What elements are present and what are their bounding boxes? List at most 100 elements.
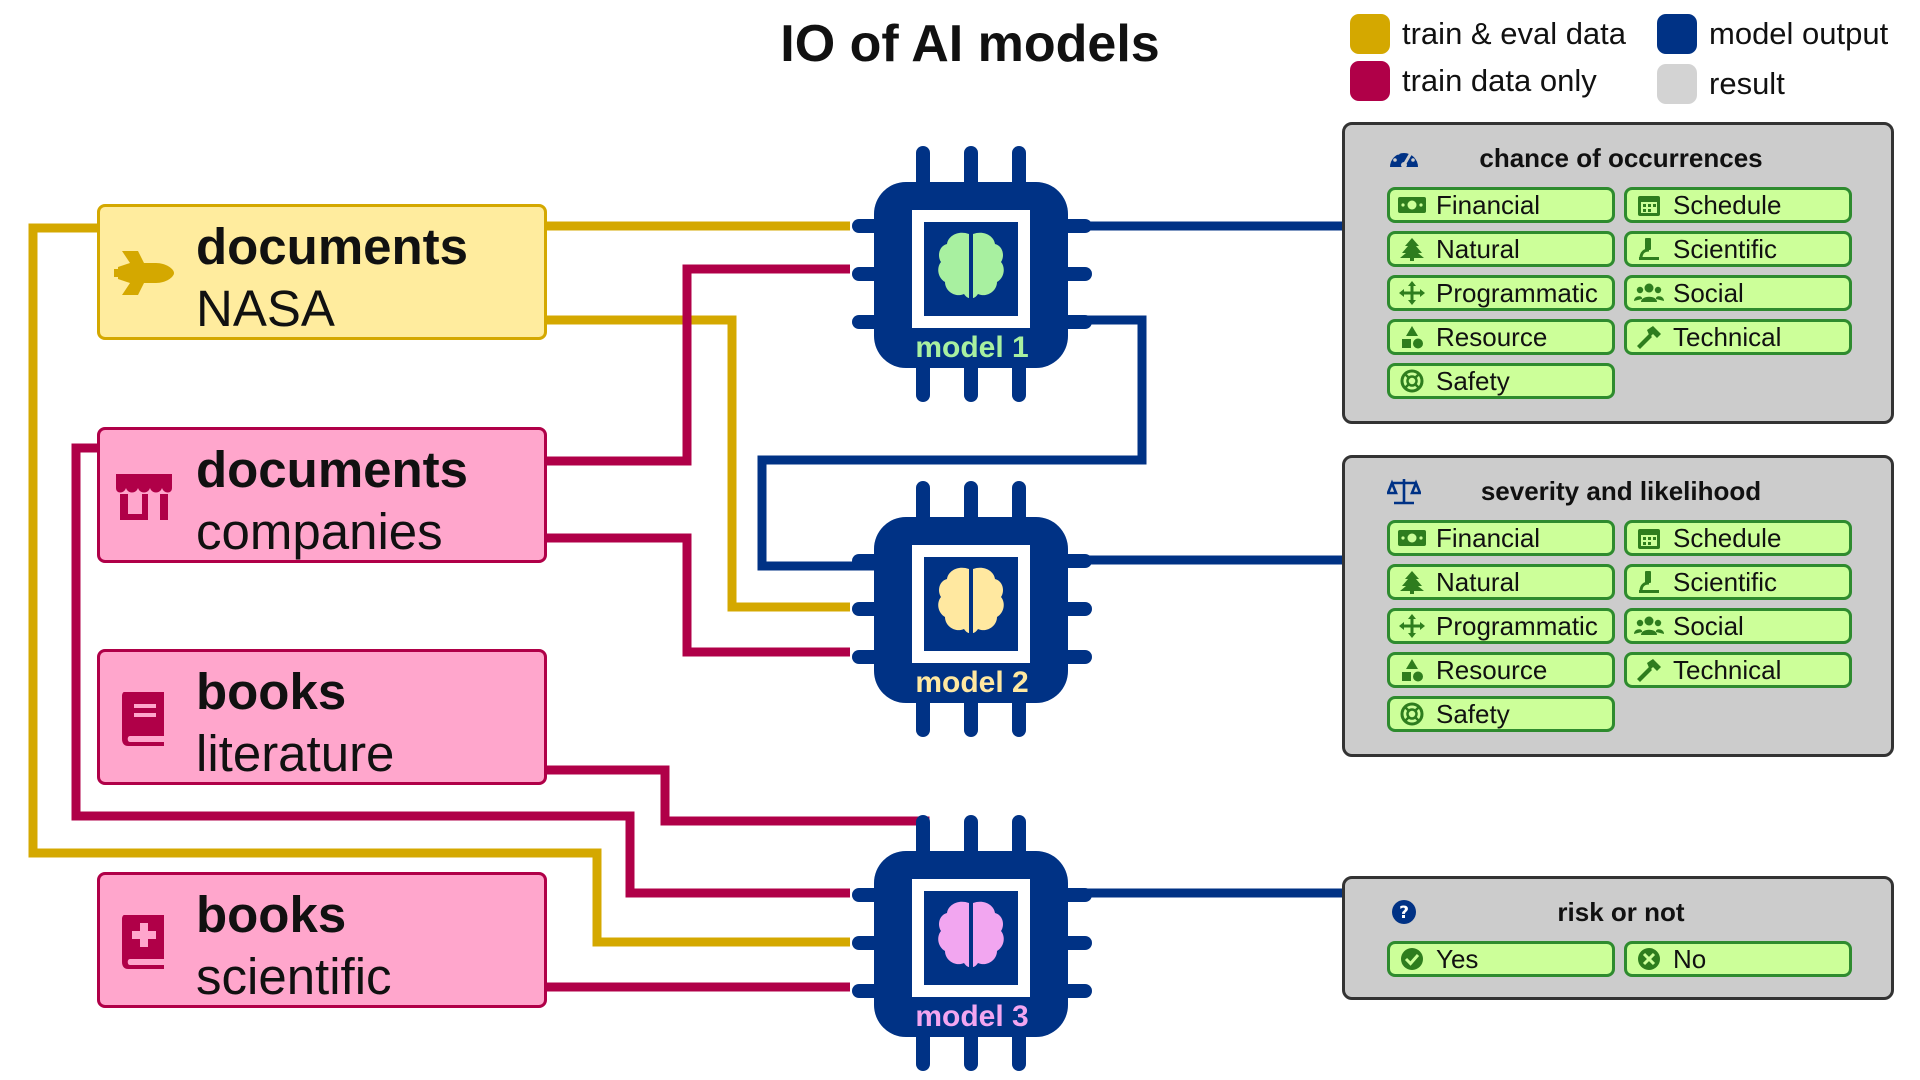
microscope-icon bbox=[1639, 238, 1659, 260]
legend-swatch-result bbox=[1657, 64, 1697, 104]
legend-label: result bbox=[1709, 66, 1785, 101]
store-icon bbox=[116, 474, 172, 520]
space-shuttle-icon bbox=[114, 251, 174, 295]
source-title: books bbox=[196, 886, 347, 943]
legend-item-result: result bbox=[1657, 62, 1785, 106]
source-title: books bbox=[196, 663, 347, 720]
chip-graphic bbox=[852, 481, 1092, 737]
diagram-title: IO of AI models bbox=[780, 15, 1160, 73]
model-3-chip: model 3 bbox=[852, 813, 1092, 1073]
tag-label: No bbox=[1673, 943, 1707, 974]
tag-label: Resource bbox=[1436, 654, 1548, 685]
arrows-move-icon bbox=[1399, 614, 1425, 638]
legend-swatch-train-eval bbox=[1350, 14, 1390, 54]
tag-social: Social bbox=[1624, 275, 1852, 311]
shapes-icon bbox=[1402, 326, 1423, 349]
hammer-icon bbox=[1637, 326, 1661, 349]
tag-label: Safety bbox=[1436, 698, 1510, 729]
tag-financial: Financial bbox=[1387, 520, 1615, 556]
tree-icon bbox=[1400, 238, 1424, 261]
arrows-move-icon bbox=[1399, 281, 1425, 305]
speedometer-icon bbox=[1390, 149, 1418, 168]
scale-icon bbox=[1387, 479, 1421, 505]
x-circle-icon bbox=[1638, 948, 1660, 970]
panel-title: chance of occurrences bbox=[1479, 143, 1763, 173]
question-circle-icon: ? bbox=[1392, 900, 1416, 924]
tag-scientific: Scientific bbox=[1624, 564, 1852, 600]
tag-label: Financial bbox=[1436, 522, 1541, 553]
users-icon bbox=[1634, 283, 1664, 302]
tag-label: Technical bbox=[1673, 321, 1782, 352]
tag-label: Financial bbox=[1436, 189, 1541, 220]
tag-safety: Safety bbox=[1387, 696, 1615, 732]
tag-safety: Safety bbox=[1387, 363, 1615, 399]
money-bill-icon bbox=[1398, 530, 1426, 546]
source-subtitle: scientific bbox=[196, 948, 392, 1005]
tag-label: Safety bbox=[1436, 365, 1510, 396]
source-documents-nasa: documents NASA bbox=[97, 204, 547, 340]
model-1-chip: model 1 bbox=[852, 144, 1092, 404]
tag-schedule: Schedule bbox=[1624, 187, 1852, 223]
brain-icon bbox=[938, 232, 1004, 298]
legend-label: train & eval data bbox=[1402, 16, 1627, 51]
source-subtitle: NASA bbox=[196, 280, 335, 337]
source-subtitle: literature bbox=[196, 725, 395, 782]
tag-label: Social bbox=[1673, 610, 1744, 641]
model-label: model 3 bbox=[915, 1000, 1029, 1033]
panel-severity-and-likelihood: severity and likelihood Financial Schedul… bbox=[1342, 455, 1894, 757]
tag-scientific: Scientific bbox=[1624, 231, 1852, 267]
model-label: model 1 bbox=[915, 331, 1029, 364]
chip-graphic bbox=[852, 815, 1092, 1071]
calendar-icon bbox=[1638, 529, 1660, 549]
tag-resource: Resource bbox=[1387, 652, 1615, 688]
wire-model1-model2 bbox=[757, 315, 1147, 571]
wire-companies-model1 bbox=[547, 264, 850, 466]
tag-label: Technical bbox=[1673, 654, 1782, 685]
source-subtitle: companies bbox=[196, 503, 443, 560]
tag-yes: Yes bbox=[1387, 941, 1615, 977]
tag-label: Yes bbox=[1436, 943, 1479, 974]
tag-label: Programmatic bbox=[1436, 277, 1598, 308]
tag-label: Resource bbox=[1436, 321, 1548, 352]
tag-technical: Technical bbox=[1624, 652, 1852, 688]
legend-item-train-eval: train & eval data bbox=[1350, 12, 1626, 56]
tag-label: Schedule bbox=[1673, 189, 1782, 220]
tag-label: Programmatic bbox=[1436, 610, 1598, 641]
users-icon bbox=[1634, 616, 1664, 635]
microscope-icon bbox=[1639, 571, 1659, 593]
model-2-chip: model 2 bbox=[852, 479, 1092, 739]
lifebuoy-icon bbox=[1400, 702, 1424, 726]
tag-natural: Natural bbox=[1387, 564, 1615, 600]
tree-icon bbox=[1400, 571, 1424, 594]
source-documents-companies: documents companies bbox=[97, 427, 547, 563]
wire-nasa-model3 bbox=[28, 223, 850, 947]
tag-financial: Financial bbox=[1387, 187, 1615, 223]
panel-title: severity and likelihood bbox=[1480, 476, 1762, 506]
calendar-icon bbox=[1638, 196, 1660, 216]
medical-book-icon bbox=[122, 915, 164, 969]
tag-resource: Resource bbox=[1387, 319, 1615, 355]
tag-label: Natural bbox=[1436, 566, 1520, 597]
legend-label: model output bbox=[1709, 16, 1889, 51]
legend-label: train data only bbox=[1402, 63, 1597, 98]
tag-label: Natural bbox=[1436, 233, 1520, 264]
tag-label: Social bbox=[1673, 277, 1744, 308]
tag-programmatic: Programmatic bbox=[1387, 275, 1615, 311]
tag-label: Scientific bbox=[1673, 566, 1778, 597]
wire-companies-model2 bbox=[547, 533, 850, 657]
shapes-icon bbox=[1402, 659, 1423, 682]
tag-label: Schedule bbox=[1673, 522, 1782, 553]
tag-no: No bbox=[1624, 941, 1852, 977]
hammer-icon bbox=[1637, 659, 1661, 682]
legend-swatch-train-only bbox=[1350, 61, 1390, 101]
tag-schedule: Schedule bbox=[1624, 520, 1852, 556]
panel-title: risk or not bbox=[1557, 897, 1685, 927]
source-books-literature: books literature bbox=[97, 649, 547, 785]
panel-risk-or-not: ? risk or not Yes No bbox=[1342, 876, 1894, 1000]
lifebuoy-icon bbox=[1400, 369, 1424, 393]
wire-companies-model3 bbox=[71, 443, 850, 898]
tag-technical: Technical bbox=[1624, 319, 1852, 355]
